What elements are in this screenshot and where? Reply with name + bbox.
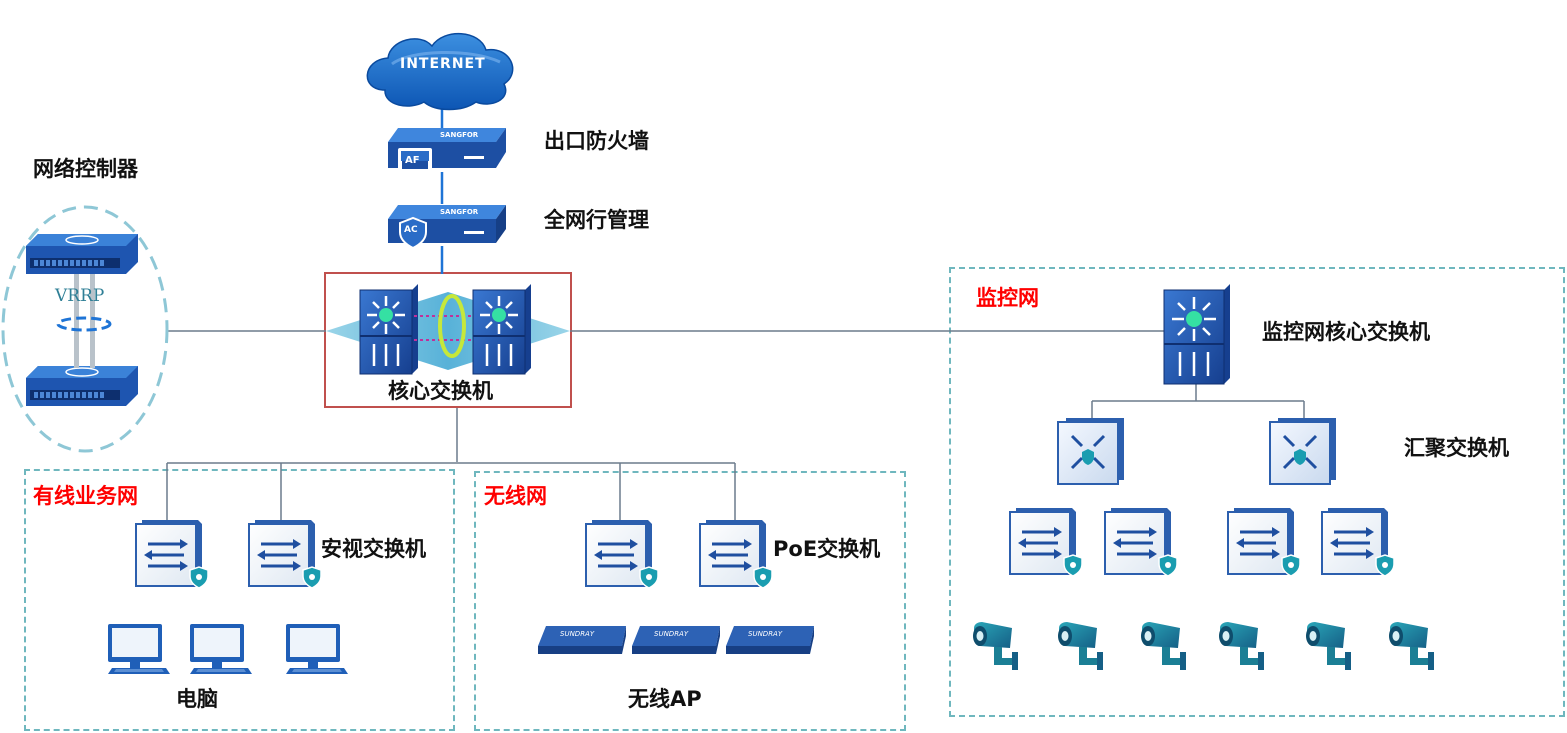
ap-label: 无线AP [628, 687, 702, 711]
pc-3-icon [286, 624, 348, 674]
poe-switch-1-icon [584, 518, 660, 590]
agg-switch-label: 汇聚交换机 [1404, 436, 1509, 460]
wired-switch-2-icon [247, 518, 323, 590]
controller-bottom-icon [26, 366, 138, 406]
agg-switch-2-icon [1269, 418, 1336, 485]
core-switch-right-icon [472, 284, 531, 375]
ac-badge: AC [404, 225, 418, 235]
pc-label: 电脑 [176, 687, 218, 711]
vrrp-label: VRRP [55, 286, 105, 306]
ap-2-brand: SUNDRAY [654, 630, 689, 638]
pc-2-icon [190, 624, 252, 674]
monitor-access-switch-1-icon [1008, 506, 1084, 578]
ac-label: 全网行管理 [544, 208, 649, 232]
monitor-core-label: 监控网核心交换机 [1262, 320, 1430, 344]
monitor-access-switch-3-icon [1226, 506, 1302, 578]
pc-1-icon [108, 624, 170, 674]
firewall-icon [388, 128, 506, 170]
monitor-zone [949, 267, 1565, 717]
ap-1-brand: SUNDRAY [560, 630, 595, 638]
wired-switch-1-icon [134, 518, 210, 590]
wired-switch-label: 安视交换机 [321, 537, 426, 561]
firewall-label: 出口防火墙 [544, 129, 649, 153]
camera-2-icon [1058, 622, 1103, 670]
vrrp-link-icon [56, 274, 112, 368]
ap-3-brand: SUNDRAY [748, 630, 783, 638]
firewall-badge: AF [405, 155, 420, 166]
ac-brand: SANGFOR [440, 208, 479, 216]
agg-switch-1-icon [1057, 418, 1124, 485]
wired-zone-title: 有线业务网 [33, 484, 138, 508]
camera-6-icon [1389, 622, 1434, 670]
poe-switch-label: PoE交换机 [773, 537, 881, 561]
camera-4-icon [1219, 622, 1264, 670]
camera-3-icon [1141, 622, 1186, 670]
internet-label: INTERNET [400, 56, 486, 72]
wireless-zone [474, 471, 906, 731]
controller-group-outline [1, 205, 169, 453]
wired-zone [24, 469, 455, 731]
controller-top-icon [26, 234, 138, 274]
firewall-brand: SANGFOR [440, 131, 479, 139]
monitor-access-switch-2-icon [1103, 506, 1179, 578]
ac-icon [388, 205, 506, 250]
camera-1-icon [973, 622, 1018, 670]
core-switch-label: 核心交换机 [388, 379, 493, 403]
monitor-access-switch-4-icon [1320, 506, 1396, 578]
core-switch-frame [324, 272, 572, 408]
stack-link-icon [414, 294, 474, 358]
controller-label: 网络控制器 [33, 157, 138, 181]
monitor-zone-title: 监控网 [976, 286, 1039, 310]
monitor-core-switch-icon [1163, 284, 1230, 385]
wireless-zone-title: 无线网 [484, 484, 547, 508]
camera-5-icon [1306, 622, 1351, 670]
poe-switch-2-icon [698, 518, 774, 590]
internet-cloud-icon [366, 32, 514, 111]
core-switch-left-icon [359, 284, 418, 375]
